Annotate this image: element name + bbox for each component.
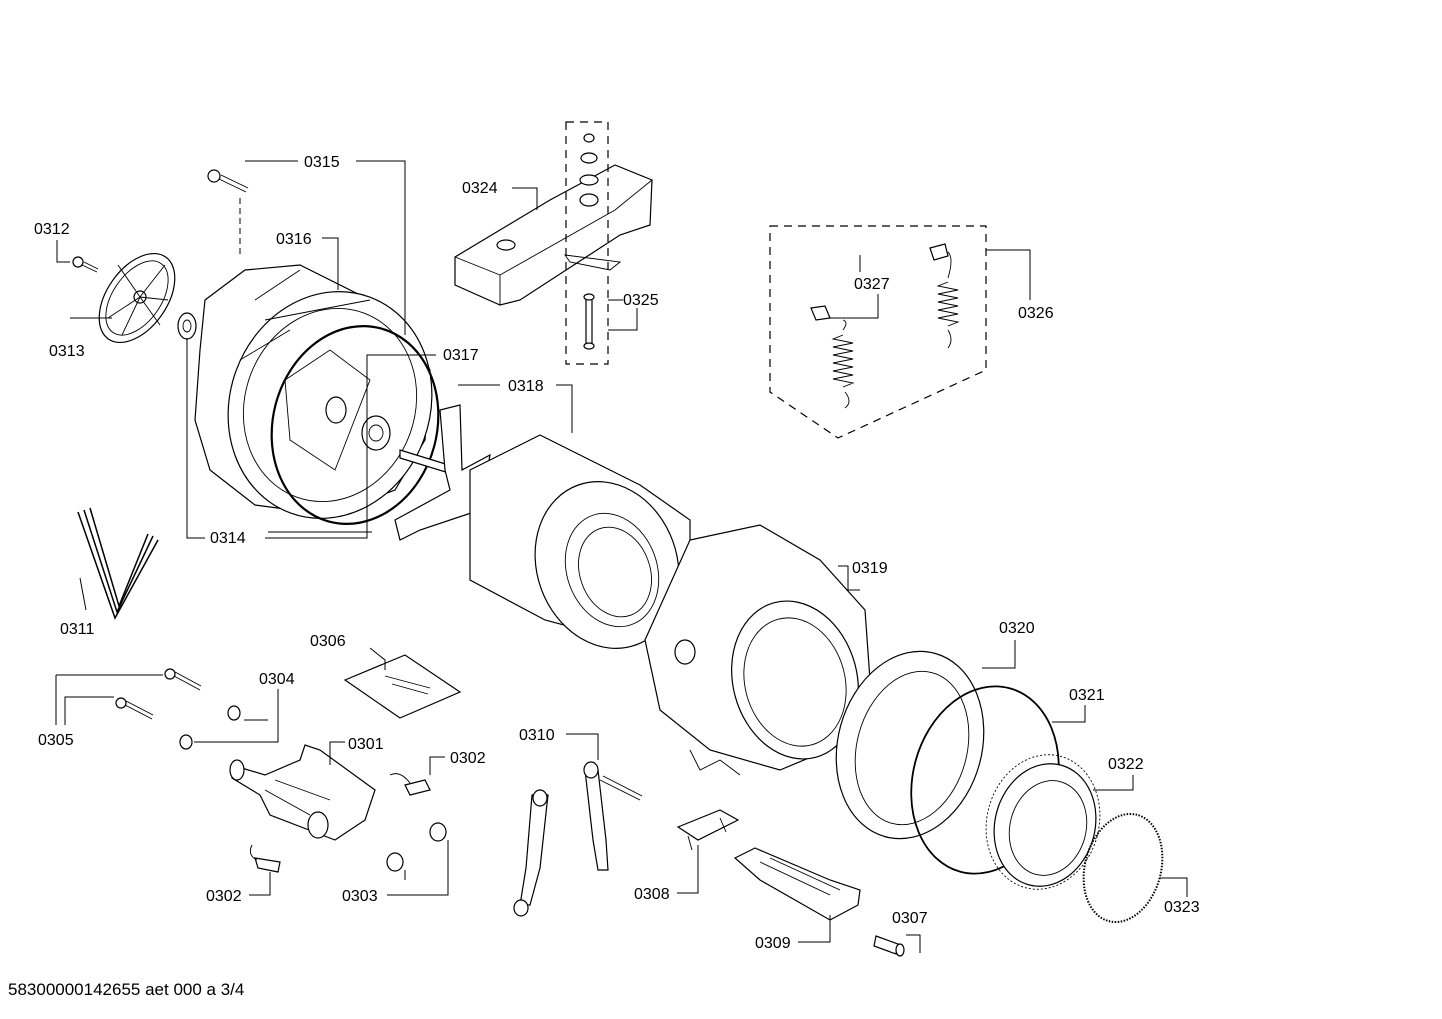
label-0312: 0312	[34, 221, 70, 238]
part-labels: 0312 0313 0315 0316 0317 0314 0311 0318 …	[34, 154, 1200, 952]
document-id: 58300000142655 aet 000 a 3/4	[8, 980, 245, 999]
heater-element-0309	[733, 847, 861, 921]
pulley-wheel-0313	[98, 252, 176, 344]
drive-belt-0311	[77, 507, 159, 620]
label-0304: 0304	[259, 671, 295, 688]
spring-kit-0326	[769, 225, 987, 439]
label-0302-b: 0302	[206, 888, 242, 905]
clamp-ring-0323	[1082, 812, 1164, 924]
rear-tub-0316	[194, 264, 433, 519]
label-0307: 0307	[892, 910, 928, 927]
label-0305: 0305	[38, 732, 74, 749]
leader-lines	[55, 160, 1188, 953]
label-0310: 0310	[519, 727, 555, 744]
sensor-0307	[873, 935, 905, 957]
bracket-0308	[676, 809, 740, 851]
front-tub-0319	[644, 524, 871, 776]
label-0311: 0311	[60, 621, 95, 638]
label-0321: 0321	[1069, 687, 1105, 704]
label-0314: 0314	[210, 530, 246, 547]
label-0306: 0306	[310, 633, 346, 650]
shock-absorbers-0310	[513, 761, 643, 917]
label-0315: 0315	[304, 154, 340, 171]
bolt-kit-0325	[565, 121, 609, 365]
label-0308: 0308	[634, 886, 670, 903]
fasteners-0304	[179, 705, 241, 750]
label-0324: 0324	[462, 180, 498, 197]
label-0301: 0301	[348, 736, 384, 753]
label-0323: 0323	[1164, 899, 1200, 916]
label-0327: 0327	[854, 276, 890, 293]
label-0303: 0303	[342, 888, 378, 905]
screw-0312	[72, 256, 99, 273]
label-0326: 0326	[1018, 305, 1054, 322]
drum-shaft-spider-0318	[394, 404, 491, 541]
door-seal-0322	[985, 754, 1101, 890]
label-0318: 0318	[508, 378, 544, 395]
bearing-0314	[177, 312, 197, 340]
label-0322: 0322	[1108, 756, 1144, 773]
front-ring-0320	[835, 650, 985, 840]
seal-ring-0317	[270, 325, 440, 525]
label-0316: 0316	[276, 231, 312, 248]
screws-0305	[115, 668, 202, 720]
label-0302-a: 0302	[450, 750, 486, 767]
screw-0315	[207, 169, 249, 193]
documents-0306	[343, 654, 462, 719]
label-0317: 0317	[443, 347, 479, 364]
label-0309: 0309	[755, 935, 791, 952]
part-0302	[249, 773, 431, 873]
label-0319: 0319	[852, 560, 888, 577]
bushings-0303	[386, 822, 447, 872]
label-0320: 0320	[999, 620, 1035, 637]
drum	[469, 434, 691, 649]
motor-0301	[229, 744, 376, 841]
label-0325: 0325	[623, 292, 659, 309]
label-0313: 0313	[49, 343, 85, 360]
